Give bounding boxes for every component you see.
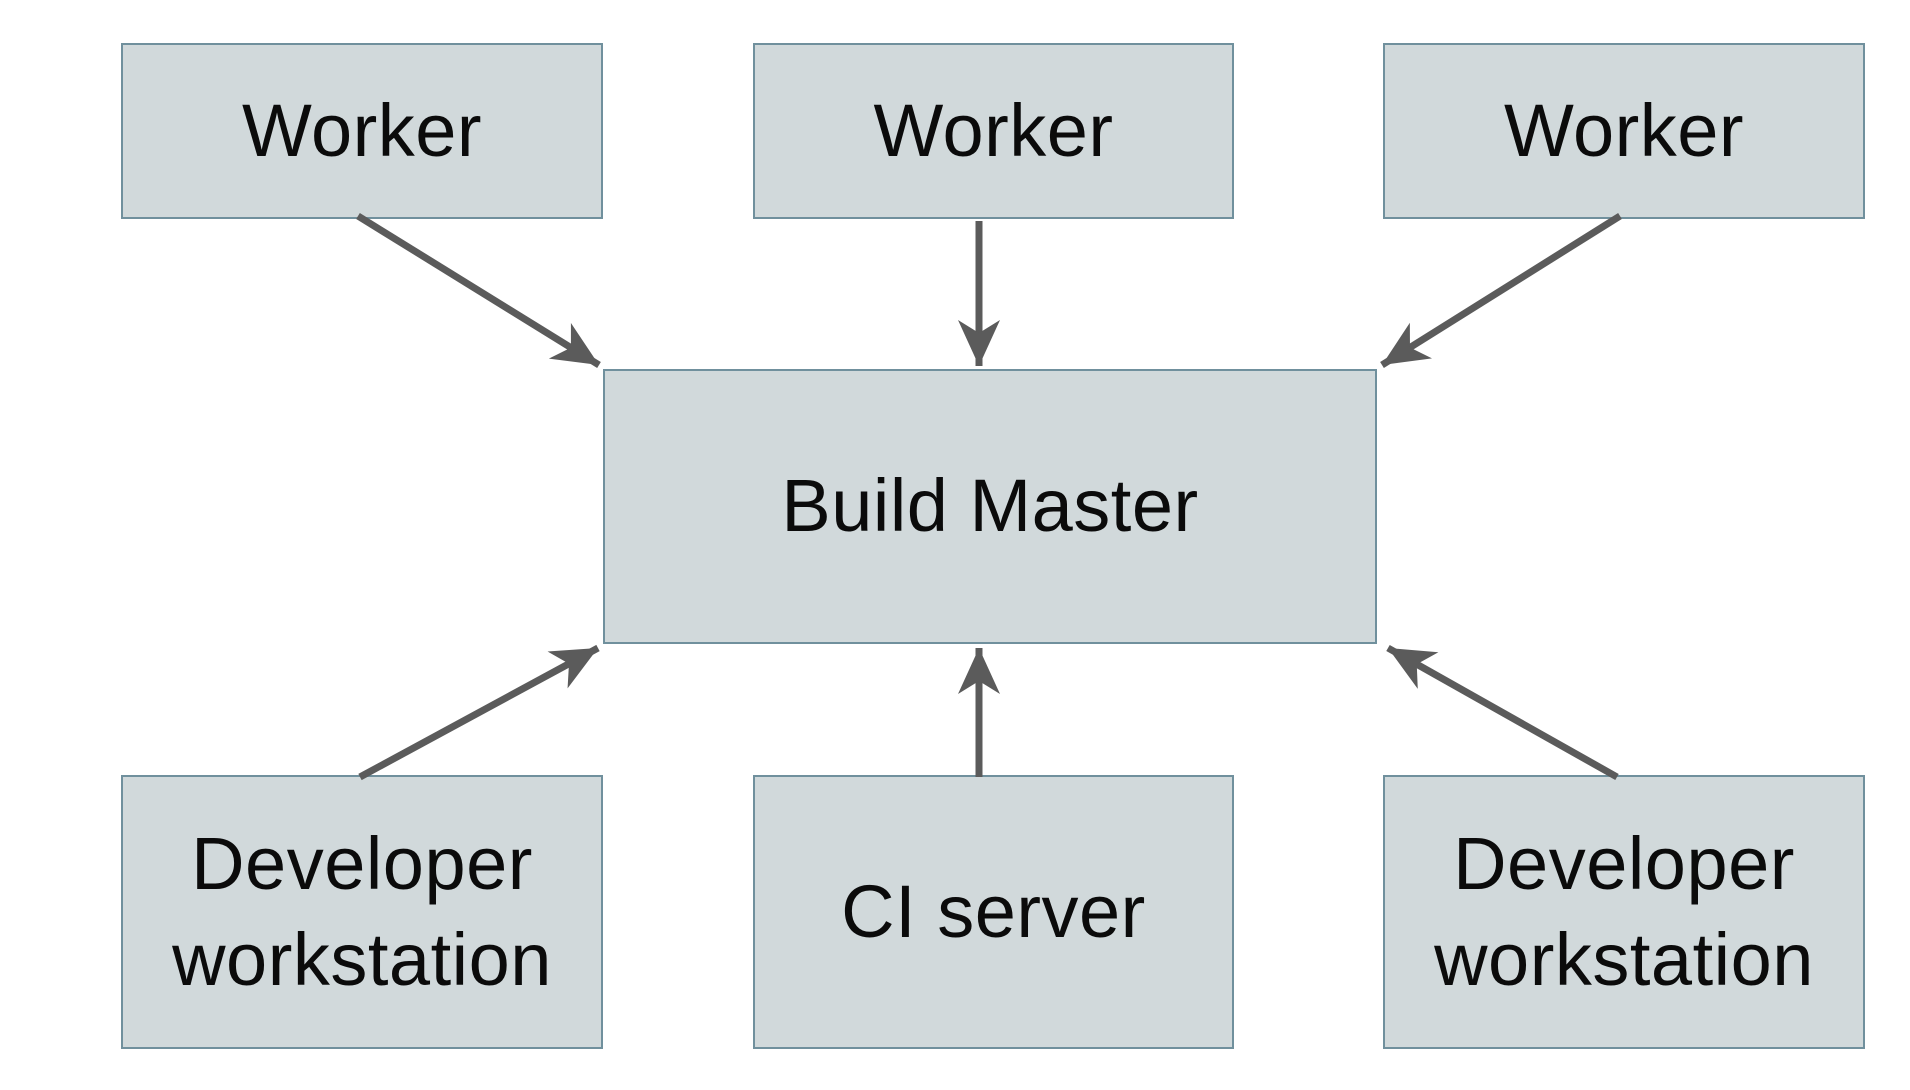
arrow-worker-1-to-build-master: [356, 213, 601, 368]
node-worker-3-label: Worker: [1503, 88, 1745, 172]
node-worker-2: Worker: [753, 43, 1234, 219]
node-developer-workstation-2: Developer workstation: [1383, 775, 1865, 1049]
node-worker-1: Worker: [121, 43, 603, 219]
node-worker-3: Worker: [1383, 43, 1865, 219]
node-worker-2-label: Worker: [873, 88, 1114, 172]
node-worker-1-label: Worker: [241, 88, 483, 172]
node-developer-workstation-1: Developer workstation: [121, 775, 603, 1049]
arrow-worker-3-to-build-master: [1380, 213, 1622, 368]
arrow-developer-workstation-1-to-build-master: [358, 644, 600, 781]
node-developer-workstation-1-label: Developer workstation: [172, 821, 552, 1001]
node-developer-workstation-2-label: Developer workstation: [1434, 821, 1814, 1001]
node-build-master: Build Master: [603, 369, 1377, 644]
node-ci-server: CI server: [753, 775, 1234, 1049]
arrow-developer-workstation-2-to-build-master: [1386, 644, 1619, 781]
node-ci-server-label: CI server: [841, 869, 1146, 953]
node-build-master-label: Build Master: [781, 464, 1199, 548]
